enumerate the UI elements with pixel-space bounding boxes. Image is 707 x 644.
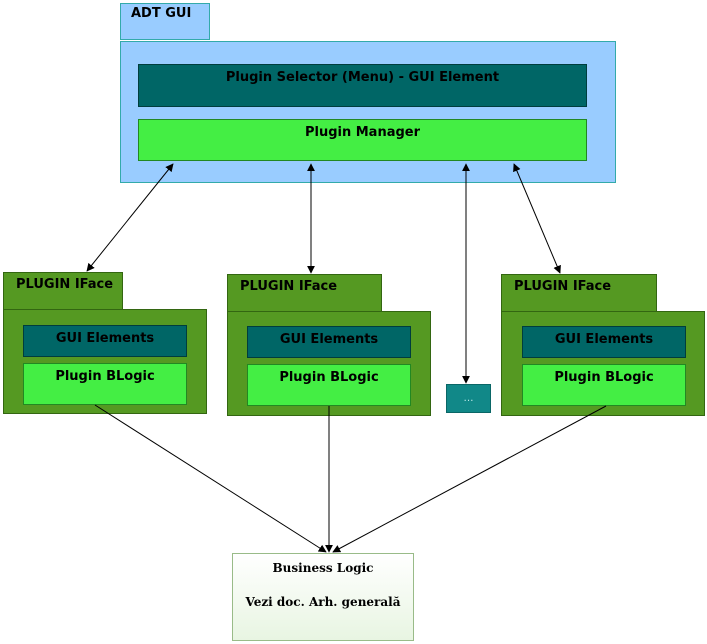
plugin-blogic-box: Plugin BLogic [23,363,187,405]
gui-elements-box: GUI Elements [23,325,187,357]
business-logic-box: Business Logic Vezi doc. Arh. generală [232,553,414,641]
plugin-blogic-label: Plugin BLogic [279,370,379,385]
plugin-selector-box: Plugin Selector (Menu) - GUI Element [138,64,587,107]
plugin-iface-label: PLUGIN IFace [16,277,114,292]
arrow-manager-plugin1 [86,163,174,272]
arrow-plugin3-business [332,405,607,553]
plugin-manager-box: Plugin Manager [138,119,587,161]
more-plugins-label: … [463,393,474,404]
plugin-iface-tab: PLUGIN IFace [227,274,382,312]
gui-elements-label: GUI Elements [554,332,654,347]
arrow-manager-plugin3 [513,163,561,274]
plugin-iface-label: PLUGIN IFace [514,279,612,294]
more-plugins-box: … [446,384,491,413]
plugin-blogic-label: Plugin BLogic [554,370,654,385]
plugin-blogic-label: Plugin BLogic [55,369,155,384]
plugin-blogic-box: Plugin BLogic [247,364,411,406]
adt-gui-tab: ADT GUI [120,3,210,40]
plugin-selector-label: Plugin Selector (Menu) - GUI Element [225,70,500,85]
plugin-blogic-box: Plugin BLogic [522,364,686,406]
gui-elements-box: GUI Elements [247,326,411,358]
business-logic-subtitle: Vezi doc. Arh. generală [245,595,401,609]
arrow-plugin1-business [94,404,327,553]
gui-elements-label: GUI Elements [279,332,379,347]
plugin-iface-tab: PLUGIN IFace [501,274,657,312]
gui-elements-box: GUI Elements [522,326,686,358]
gui-elements-label: GUI Elements [55,331,155,346]
plugin-iface-label: PLUGIN IFace [240,279,338,294]
adt-gui-label: ADT GUI [131,6,192,21]
plugin-manager-label: Plugin Manager [304,125,421,140]
business-logic-title: Business Logic [272,561,374,575]
